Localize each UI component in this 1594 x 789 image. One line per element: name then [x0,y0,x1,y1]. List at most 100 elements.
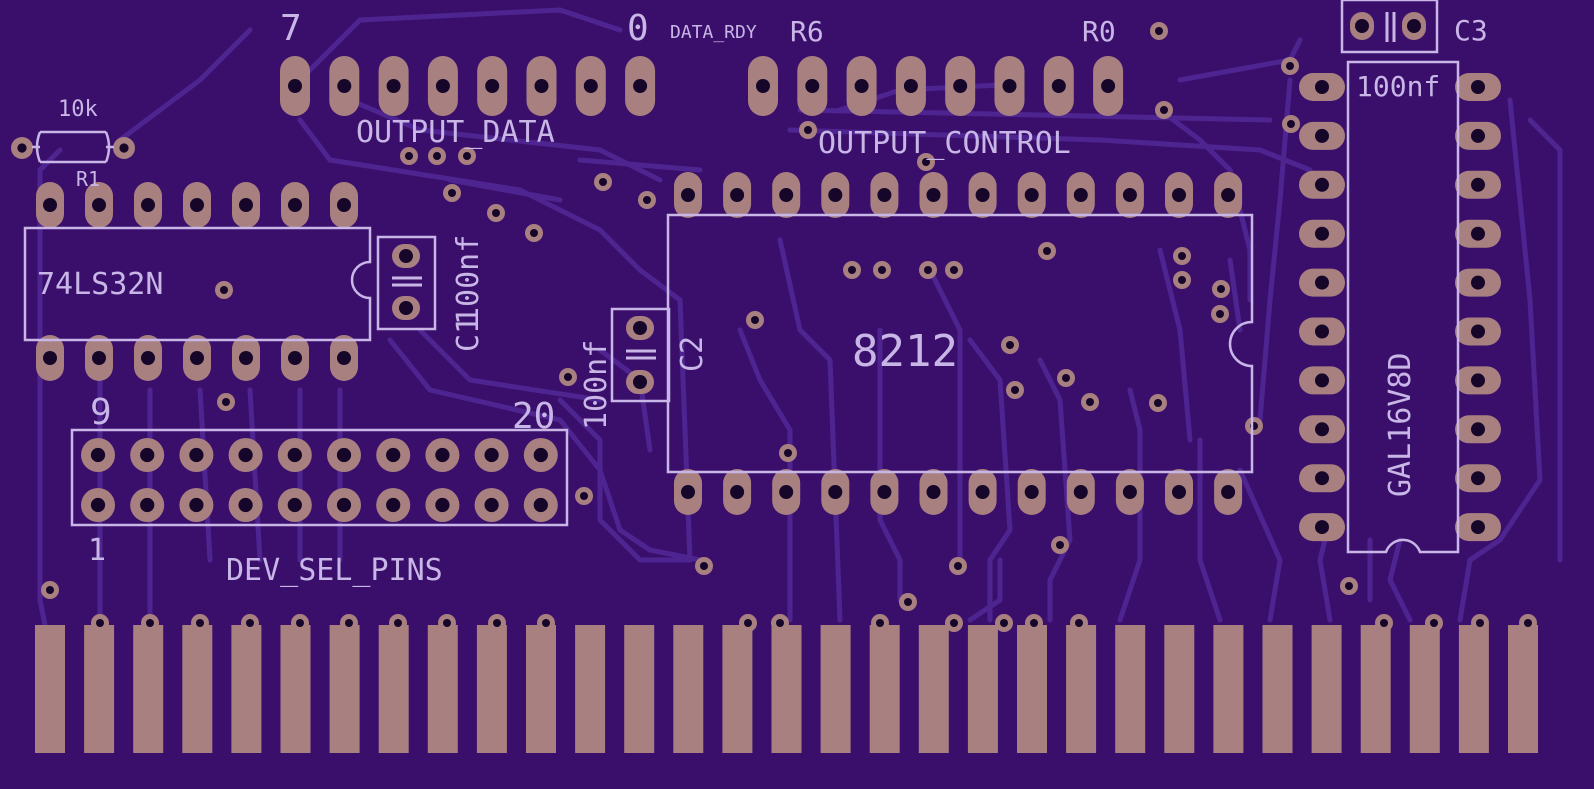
output-data-pad-6-drill [534,79,549,93]
ic3-right-pin-2 [1455,121,1501,150]
edge-via-15-drill [1030,619,1038,627]
ic2-bottom-pin-1-drill [681,485,695,499]
via-19 [919,261,937,279]
c1-pad-1-drill [399,249,413,263]
label-c2-value: 100nf [579,340,614,430]
edge-via-1-drill [96,619,104,627]
header-top-pin-8 [425,438,460,472]
ic2-top-pin-10-drill [1122,188,1137,202]
header-pads [11,137,558,522]
via-14 [525,224,543,242]
ic2-bottom-pin-8-drill [1024,485,1039,499]
r1-pad-2 [113,137,135,159]
label-header-pin9: 9 [90,392,112,433]
output-control-pad-5 [945,56,976,116]
r1-outline [35,130,111,164]
ic1-top-pin-4-drill [190,198,204,212]
via-16 [1173,247,1191,265]
ic2-top-pin-3-drill [779,188,794,202]
ic3-left-pin-4 [1299,219,1345,248]
header-top-pin-6-drill [336,447,352,463]
edge-finger-27 [1311,625,1342,753]
edge-via-16-drill [1075,619,1083,627]
c1-pad-2 [392,296,420,320]
edge-via-4 [241,614,259,632]
via-28 [1057,369,1075,387]
ic-74ls32n-outline [23,226,372,342]
via-34-drill [222,398,230,406]
ic3-left-pin-1 [1299,73,1345,101]
header-bottom-pin-5-drill [287,497,302,513]
edge-via-1 [91,614,109,632]
label-output-control: OUTPUT_CONTROL [818,126,1071,161]
header-top-pin-2 [130,438,165,472]
edge-via-15 [1025,614,1043,632]
edge-finger-7 [329,625,360,753]
label-output-data: OUTPUT_DATA [356,115,555,150]
c1-pad-2-drill [399,301,413,315]
output-data-pad-5 [477,56,508,116]
via-41-drill [904,598,912,606]
edge-via-5 [291,614,309,632]
ic3-left-pin-2 [1299,121,1345,150]
via-7-drill [433,152,441,160]
ic3-right-pin-6-drill [1471,324,1485,339]
via-16-drill [1178,252,1186,260]
ic2-bottom-pin-9-drill [1073,485,1088,499]
ic3-left-pin-2-drill [1315,128,1329,143]
output-control-pad-2-drill [805,79,820,93]
edge-via-12-drill [776,619,784,627]
output-control-pad-4-drill [903,79,918,93]
ic3-right-pin-8-drill [1471,422,1485,437]
edge-finger-10 [476,625,507,753]
ic3-left-pin-3 [1299,170,1345,199]
edge-via-13 [945,614,963,632]
via-37-drill [954,562,962,570]
via-10 [594,173,612,191]
via-39-drill [1056,541,1064,549]
header-bottom-pin-8-drill [435,497,450,513]
header-top-pin-3-drill [189,447,204,463]
output-data-pad-8-drill [633,79,648,93]
vias [41,22,1537,632]
output-data-pad-5-drill [485,79,500,93]
output-control-pad-5-drill [953,79,968,93]
header-bottom-pin-6 [327,488,361,522]
header-bottom-pin-3-drill [189,497,204,513]
ic2-bottom-pin-10-drill [1122,485,1137,499]
ic2-bottom-pin-12-drill [1221,485,1236,499]
label-header-pin1: 1 [88,533,106,568]
ic3-left-pin-5-drill [1315,275,1329,290]
edge-finger-21 [1017,625,1047,753]
ic1-bottom-pin-1 [36,335,64,381]
via-10-drill [599,178,607,186]
via-25-drill [751,316,759,324]
output-control-pad-7 [1043,56,1074,116]
ic3-right-pin-1-drill [1471,80,1485,94]
via-39 [1051,536,1069,554]
c1-outline [376,235,437,331]
c1-pad-1 [392,244,420,268]
via-22-drill [1217,285,1225,293]
ic3-right-pin-3 [1455,170,1501,199]
via-11 [443,184,461,202]
via-5 [799,121,817,139]
dev-sel-header-outline [70,428,569,527]
c3-pad-1 [1350,12,1374,40]
edge-finger-18 [869,625,900,753]
edge-finger-20 [967,625,998,753]
ic3-left-pin-10-drill [1315,520,1329,535]
ic1-top-pin-1-drill [43,198,57,212]
header-bottom-pin-7-drill [386,497,401,513]
edge-via-14-drill [1000,619,1008,627]
edge-connector-fingers [35,625,1538,753]
via-30 [1081,393,1099,411]
label-r6: R6 [790,15,824,48]
ic1-bottom-pin-5-drill [239,351,253,365]
edge-finger-25 [1213,625,1244,753]
ic1-bottom-pin-7 [330,335,358,381]
edge-via-13-drill [950,619,958,627]
via-21 [1173,271,1191,289]
label-8212: 8212 [852,326,958,377]
label-data-rdy: DATA_RDY [670,22,757,43]
